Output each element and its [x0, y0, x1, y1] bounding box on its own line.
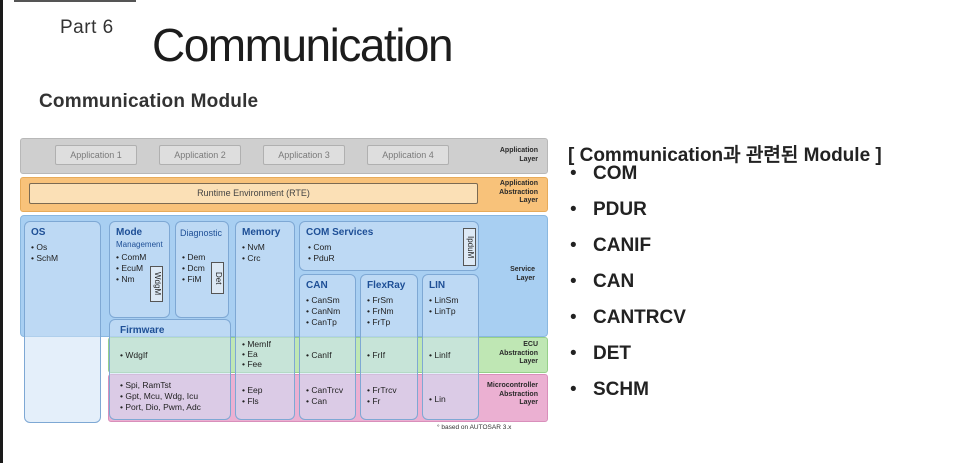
lin-title: LIN [429, 280, 446, 291]
com-services-module: COM Services • Com • PduR IpduM [299, 221, 479, 271]
os-module: OS • Os • SchM [24, 221, 101, 423]
bullet: • [570, 235, 577, 256]
memory-mcu-items: • Eep • Fls [242, 385, 263, 406]
bullet: • [570, 271, 577, 292]
part-label: Part 6 [60, 17, 114, 38]
page-title: Communication [152, 19, 454, 71]
ipdum-box: IpduM [463, 228, 476, 266]
bullet: • [570, 343, 577, 364]
lin-ecu-items: • LinIf [429, 350, 451, 360]
wdgm-box: WdgM [150, 266, 163, 302]
bullet: • [570, 163, 577, 184]
diagnostic-items: • Dem • Dcm • FiM [182, 252, 206, 284]
memory-title: Memory [242, 227, 281, 238]
abstraction-layer-label: Application Abstraction Layer [499, 180, 538, 204]
list-item-label: CANTRCV [593, 307, 686, 328]
list-item: • SCHM [568, 378, 686, 414]
can-module: CAN • CanSm • CanNm • CanTp • CanIf • Ca… [299, 274, 356, 420]
flexray-title: FlexRay [367, 280, 406, 291]
left-edge-bar [0, 0, 3, 463]
list-item-label: SCHM [593, 379, 649, 400]
mode-management-module: Mode Management • ComM • EcuM • Nm WdgM [109, 221, 170, 318]
application-3-box: Application 3 [263, 145, 345, 165]
lin-mcu-items: • Lin [429, 394, 446, 404]
flexray-ecu-items: • FrIf [367, 350, 386, 360]
diagnostic-title: Diagnostic [180, 228, 223, 238]
firmware-module: Firmware • WdgIf • Spi, RamTst • Gpt, Mc… [109, 319, 231, 420]
application-layer-label: Application Layer [499, 147, 538, 163]
diagnostic-module: Diagnostic • Dem • Dcm • FiM Det [175, 221, 229, 318]
firmware-title: Firmware [120, 325, 165, 336]
bullet: • [570, 307, 577, 328]
service-layer-label: Service Layer [510, 266, 535, 282]
application-2-box: Application 2 [159, 145, 241, 165]
footnote-text: based on AUTOSAR 3.x [441, 424, 512, 431]
application-4-box: Application 4 [367, 145, 449, 165]
firmware-mcu-items: • Spi, RamTst • Gpt, Mcu, Wdg, Icu • Por… [120, 380, 201, 412]
flexray-items: • FrSm • FrNm • FrTp [367, 295, 394, 327]
list-item: • CANTRCV [568, 306, 686, 342]
com-services-title: COM Services [306, 227, 374, 238]
flexray-mcu-items: • FrTrcv • Fr [367, 385, 397, 406]
ecu-layer-label: ECU Abstraction Layer [499, 341, 538, 365]
list-item-label: CANIF [593, 235, 652, 256]
os-items: • Os • SchM [31, 242, 59, 263]
flexray-module: FlexRay • FrSm • FrNm • FrTp • FrIf • Fr… [360, 274, 418, 420]
mode-items: • ComM • EcuM • Nm [116, 252, 147, 284]
lin-module: LIN • LinSm • LinTp • LinIf • Lin [422, 274, 479, 420]
memory-items: • NvM • Crc [242, 242, 265, 263]
autosar-architecture-diagram: Application 1 Application 2 Application … [20, 138, 548, 434]
can-ecu-items: • CanIf [306, 350, 332, 360]
list-item: • PDUR [568, 198, 686, 234]
list-item-label: CAN [593, 271, 635, 292]
lin-items: • LinSm • LinTp [429, 295, 459, 316]
list-item: • CANIF [568, 234, 686, 270]
can-items: • CanSm • CanNm • CanTp [306, 295, 341, 327]
com-services-items: • Com • PduR [308, 242, 335, 263]
list-item-label: PDUR [593, 199, 647, 220]
list-item-label: DET [593, 343, 631, 364]
related-modules-list: • COM • PDUR • CANIF • CAN • CANTRCV • DET • SC… [568, 162, 686, 414]
top-edge-line [14, 0, 136, 2]
mode-subtitle: Management [116, 240, 163, 249]
related-modules-heading: [ Communication과 관련된 Module ] [568, 145, 882, 166]
mode-title: Mode [116, 227, 143, 238]
firmware-ecu-items: • WdgIf [120, 350, 148, 360]
list-item: • DET [568, 342, 686, 378]
can-title: CAN [306, 280, 328, 291]
application-1-box: Application 1 [55, 145, 137, 165]
rte-box: Runtime Environment (RTE) [29, 183, 478, 204]
det-box: Det [211, 262, 224, 294]
list-item: • CAN [568, 270, 686, 306]
diagram-footnote: ° based on AUTOSAR 3.x [437, 424, 512, 431]
os-title: OS [31, 227, 46, 238]
list-item-label: COM [593, 163, 638, 184]
bullet: • [570, 199, 577, 220]
section-subtitle: Communication Module [39, 91, 259, 112]
memory-ecu-items: • MemIf • Ea • Fee [242, 339, 271, 369]
can-mcu-items: • CanTrcv • Can [306, 385, 344, 406]
mcu-layer-label: Microcontroller Abstraction Layer [487, 382, 538, 406]
bullet: • [570, 379, 577, 400]
memory-module: Memory • NvM • Crc • MemIf • Ea • Fee • … [235, 221, 295, 420]
list-item: • COM [568, 162, 686, 198]
